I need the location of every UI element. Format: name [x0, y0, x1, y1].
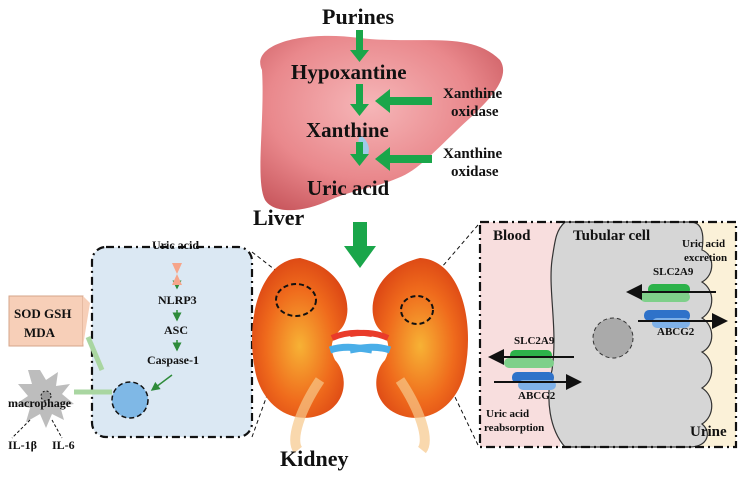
liver-label: Liver	[253, 205, 305, 230]
enzyme-1-line-1: Xanthine	[443, 86, 503, 102]
urine-label: Urine	[690, 424, 727, 440]
reabsorption-line-1: Uric acid	[486, 408, 530, 420]
kidney-right	[349, 258, 468, 454]
reabsorption-line-2: reabsorption	[484, 422, 545, 434]
markers-box	[8, 295, 84, 347]
xanthine-label: Xanthine	[306, 118, 389, 142]
il6-label: IL-6	[52, 438, 75, 452]
purines-label: Purines	[322, 4, 395, 29]
caspase-label: Caspase-1	[147, 353, 200, 367]
blood-region	[480, 222, 560, 447]
hypoxantine-label: Hypoxantine	[291, 60, 407, 84]
nlrp3-label: NLRP3	[158, 293, 197, 307]
excretion-line-2: excretion	[684, 252, 728, 264]
enzyme-2-line-2: oxidase	[451, 164, 499, 180]
markers-line-1: SOD GSH	[14, 306, 72, 321]
asc-label: ASC	[164, 323, 189, 337]
transporter-left-label: SLC2A9	[514, 335, 555, 347]
transporter-top2-label: ABCG2	[657, 326, 695, 338]
pathway-arrows	[344, 30, 432, 268]
cell-nucleus	[592, 317, 634, 359]
excretion-line-1: Uric acid	[682, 238, 726, 250]
enzyme-1-line-2: oxidase	[451, 104, 499, 120]
gallbladder-shape	[358, 135, 369, 158]
kidney-label: Kidney	[280, 446, 349, 471]
il1b-label: IL-1β	[8, 438, 37, 452]
uric-acid-label: Uric acid	[307, 176, 390, 200]
enzyme-2-line-1: Xanthine	[443, 146, 503, 162]
transporter-top-label: SLC2A9	[653, 266, 694, 278]
kidney-left	[252, 258, 373, 454]
blood-label: Blood	[493, 228, 531, 244]
liver-shape	[260, 35, 504, 211]
inflam-cell	[111, 381, 149, 419]
markers-line-2: MDA	[24, 325, 56, 340]
tubular-cell-label: Tubular cell	[573, 228, 651, 244]
transporter-left2-label: ABCG2	[518, 390, 556, 402]
transporter-left	[488, 349, 582, 390]
macrophage-label: macrophage	[8, 396, 72, 410]
tubule-panel-border	[478, 220, 738, 449]
transporter-top	[626, 284, 728, 329]
inflam-uric-acid: Uric acid	[152, 238, 199, 252]
inflam-arrows	[150, 280, 182, 391]
cross-mark	[172, 263, 182, 274]
